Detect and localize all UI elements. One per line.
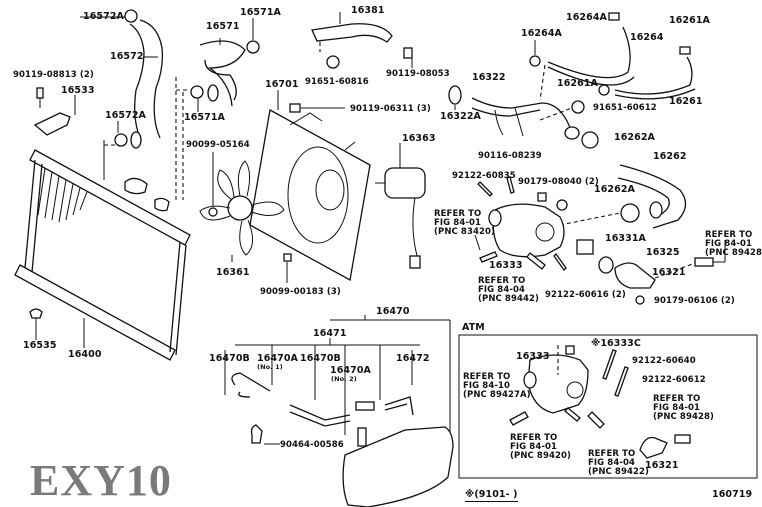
part-label-16321: 16321 [652,267,686,278]
part-label-16470b: 16470B [209,353,250,364]
part-label-16333: 16333 [489,260,523,271]
part-label-90119-08053: 90119-08053 [386,69,450,79]
part-label-16262a-mid: 16262A [594,184,636,195]
part-label-90179-06106: 90179-06106 (2) [654,296,735,306]
part-label-90179-08040: 90179-08040 (2) [518,177,599,187]
part-label-16470a-no2: 16470A [330,365,372,376]
part-label-90116-08239: 90116-08239 [478,151,542,161]
part-label-90119-06311: 90119-06311 (3) [350,104,431,114]
gasket-16325 [598,256,614,274]
part-label-no1: (No. 1) [257,363,283,371]
part-label-16261a-top: 16261A [669,15,711,26]
reference-pnc-83420: REFER TO FIG 84-01 (PNC 83420) [434,209,495,237]
clamp-90464-00586 [250,424,263,444]
fan-16361 [199,160,285,262]
hose-16572 [129,19,164,139]
part-label-16322: 16322 [472,72,506,83]
hose-16262 [617,164,687,229]
part-label-16361: 16361 [216,267,250,278]
part-label-16572a: 16572A [83,11,125,22]
reference-pnc-89428: REFER TO FIG 84-01 (PNC 89428) [705,230,762,258]
part-label-91651-60612: 91651-60612 [593,103,657,113]
bracket-16533 [33,112,71,136]
part-label-16264a-top: 16264A [566,12,608,23]
part-label-16325: 16325 [646,247,680,258]
part-label-90099-00183: 90099-00183 (3) [260,287,341,297]
part-label-90119-08813: 90119-08813 (2) [13,70,94,80]
part-label-16471: 16471 [313,328,347,339]
hose-16571 [199,40,246,107]
atm-box [458,334,758,479]
part-label-91651-60816: 91651-60816 [305,77,369,87]
fan-shroud-16701 [249,90,371,282]
water-inlet-16321 [614,262,656,289]
atm-reference-pnc-89428: REFER TO FIG 84-01 (PNC 89428) [653,394,714,422]
atm-part-label-16333c: ※16333C [591,338,641,349]
atm-part-label-16333: 16333 [516,351,550,362]
atm-part-label-92122-60640: 92122-60640 [632,356,696,366]
part-label-92122-60835: 92122-60835 [452,171,516,181]
part-label-16533: 16533 [61,85,95,96]
part-label-16571a: 16571A [240,7,282,18]
part-label-16572a-mid: 16572A [105,110,147,121]
part-label-16261: 16261 [669,96,703,107]
atm-reference-pnc-89420: REFER TO FIG 84-01 (PNC 89420) [510,433,571,461]
atm-part-label-92122-60612: 92122-60612 [642,375,706,385]
part-label-16262: 16262 [653,151,687,162]
reservoir-tank-16470 [224,315,454,507]
part-label-90464-00586: 90464-00586 [280,440,344,450]
part-label-16264: 16264 [630,32,664,43]
radiator-illustration [14,75,191,361]
hose-16264 [547,26,635,86]
part-label-16262a-top: 16262A [614,132,656,143]
atm-water-outlet [509,345,691,459]
part-label-16363: 16363 [402,133,436,144]
part-label-16322a: 16322A [440,111,482,122]
thermostat-16331A [576,239,594,255]
stay-16381 [311,23,393,43]
fan-motor-16363 [375,143,426,269]
part-label-90099-05164: 90099-05164 [186,140,250,150]
part-label-16701: 16701 [265,79,299,90]
figure-code: 160719 [712,489,753,500]
part-label-16470: 16470 [376,306,410,317]
part-label-16572: 16572 [110,51,144,62]
reference-pnc-89442: REFER TO FIG 84-04 (PNC 89442) [478,276,539,304]
atm-reference-pnc-89422: REFER TO FIG 84-04 (PNC 89422) [588,449,649,477]
part-label-16535: 16535 [23,340,57,351]
part-label-no2: (No. 2) [331,375,357,383]
model-watermark: EXY10 [30,456,172,505]
part-label-16470b-mid: 16470B [300,353,341,364]
part-label-16264a-left: 16264A [521,28,563,39]
part-label-92122-60616: 92122-60616 (2) [545,290,626,300]
part-label-16261a-mid: 16261A [557,78,599,89]
footnote-date-range: ※(9101- ) [465,489,518,502]
part-label-16331a: 16331A [605,233,647,244]
part-label-16470a-no1: 16470A [257,353,299,364]
drain-plug-16535 [29,308,43,319]
part-label-16472: 16472 [396,353,430,364]
part-label-16381: 16381 [351,5,385,16]
part-label-16571a-mid: 16571A [184,112,226,123]
atm-part-label-16321: 16321 [645,460,679,471]
atm-reference-pnc-89427a: REFER TO FIG 84-10 (PNC 89427A) [463,372,531,400]
part-label-16400: 16400 [68,349,102,360]
water-outlet-16333 [488,199,568,258]
water-pipe-16322 [471,97,580,140]
hose-16261 [614,56,696,100]
part-label-16571: 16571 [206,21,240,32]
atm-section-label: ATM [462,322,485,333]
